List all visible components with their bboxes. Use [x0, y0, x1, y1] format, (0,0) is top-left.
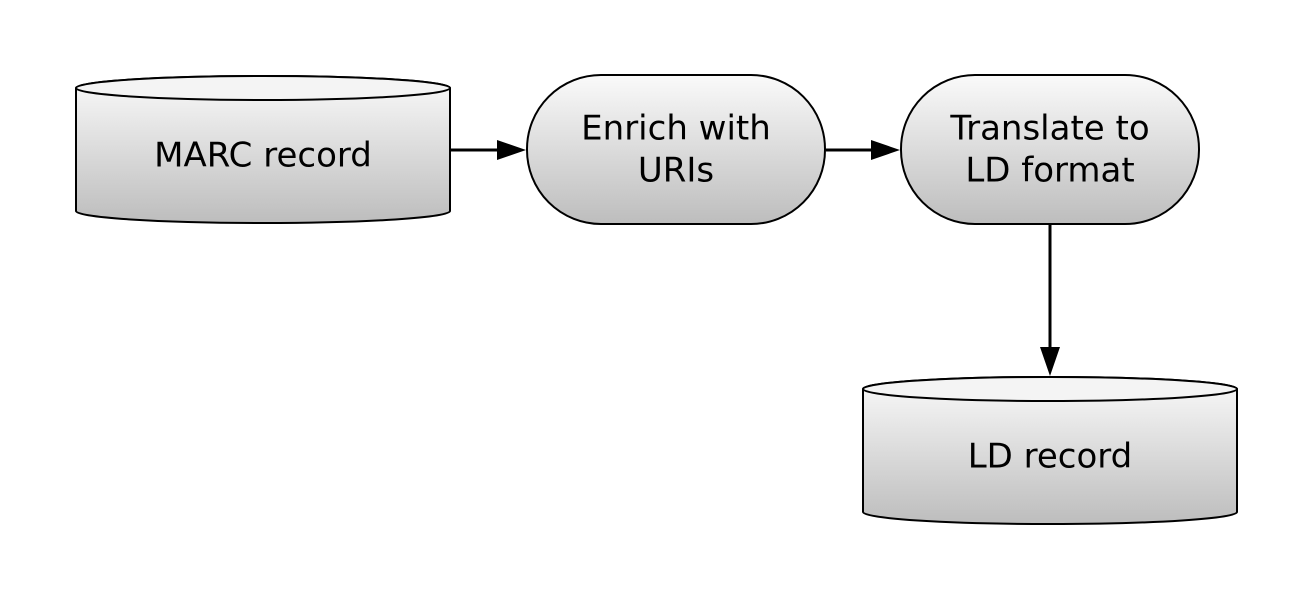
enrich-box [526, 74, 826, 225]
translate-box [900, 74, 1200, 225]
translate-label-line-1: Translate to [949, 109, 1149, 149]
edge-translate-to-ld [1040, 225, 1060, 376]
edge-marc-to-enrich [451, 140, 526, 160]
marc-record-node: MARC record [75, 75, 451, 224]
marc-record-label: MARC record [154, 136, 372, 176]
enrich-label-line-2: URIs [638, 151, 714, 191]
arrowhead-icon [497, 140, 526, 160]
ld-record-label: LD record [968, 437, 1133, 477]
marc-record-cylinder-top [75, 75, 451, 101]
arrowhead-icon [1040, 347, 1060, 376]
ld-record-node: LD record [862, 376, 1238, 525]
translate-label-line-2: LD format [965, 151, 1134, 191]
arrowhead-icon [871, 140, 900, 160]
edge-enrich-to-translate [826, 140, 900, 160]
enrich-label-line-1: Enrich with [581, 109, 771, 149]
translate-node: Translate to LD format [900, 74, 1200, 225]
ld-record-cylinder-top [862, 376, 1238, 402]
enrich-node: Enrich with URIs [526, 74, 826, 225]
